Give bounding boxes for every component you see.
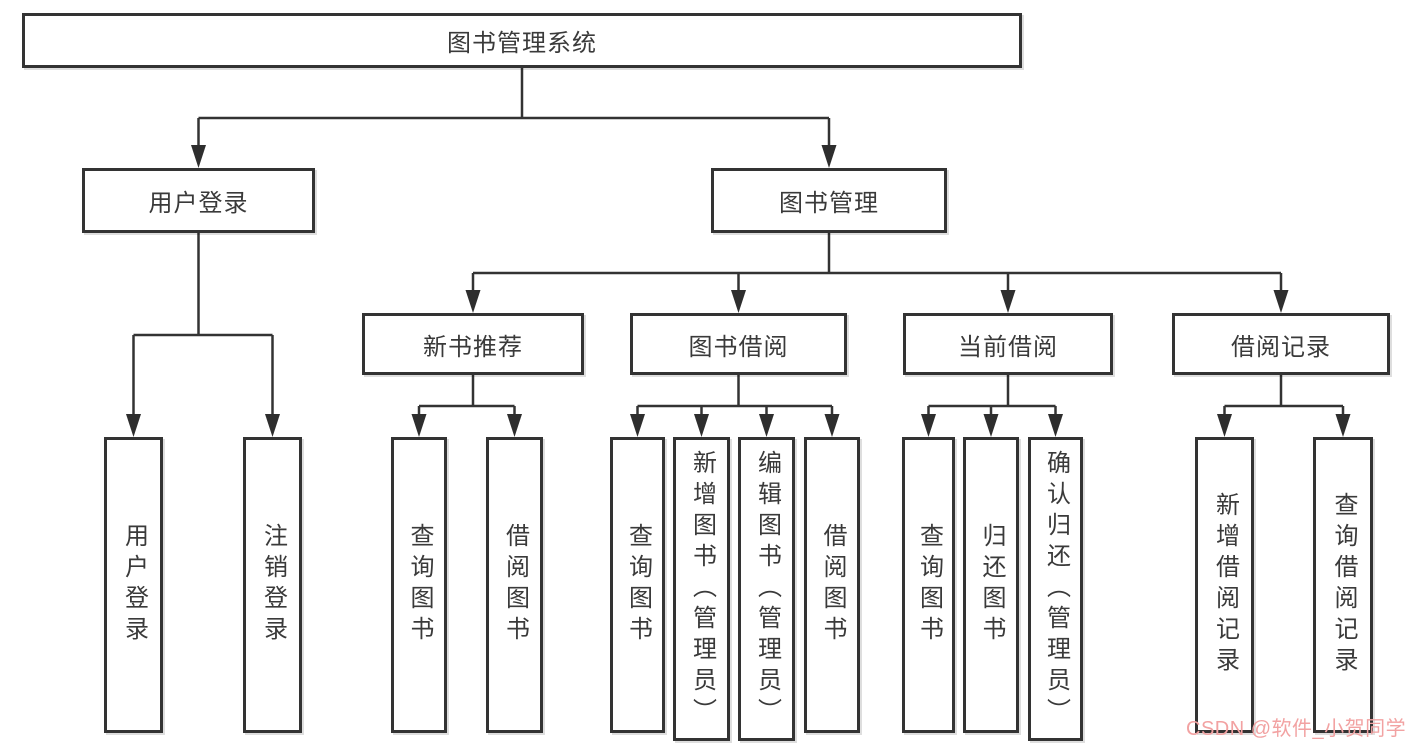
leaf-add-borrow-record: 新增借阅记录 (1195, 437, 1254, 733)
leaf-add-book-admin-label: 新增图书（管理员） (688, 449, 716, 729)
arrow-icon (1048, 414, 1063, 437)
leaf-borrow-books-label: 借阅图书 (819, 523, 846, 647)
leaf-confirm-return-admin-label: 确认归还（管理员） (1042, 449, 1070, 729)
leaf-query-borrow-record-label: 查询借阅记录 (1330, 492, 1357, 678)
leaf-user-login-label: 用户登录 (120, 523, 148, 647)
leaf-user-login: 用户登录 (104, 437, 163, 733)
arrow-icon (126, 414, 141, 437)
arrow-icon (983, 414, 999, 437)
connector-book-borrow (636, 375, 834, 415)
arrow-icon (731, 290, 746, 313)
arrow-icon (694, 414, 709, 437)
node-book-management: 图书管理 (711, 168, 947, 233)
node-borrow-records-label: 借阅记录 (1231, 333, 1331, 361)
csdn-watermark: CSDN @软件_小贺同学 (1186, 718, 1405, 740)
leaf-query-books-recommend-label: 查询图书 (406, 523, 433, 647)
arrow-icon (1273, 290, 1289, 313)
node-current-borrow: 当前借阅 (903, 313, 1113, 375)
node-book-borrow-label: 图书借阅 (688, 333, 789, 361)
leaf-edit-book-admin-label: 编辑图书（管理员） (753, 449, 781, 729)
leaf-logout: 注销登录 (243, 437, 302, 733)
leaf-return-book-label: 归还图书 (978, 523, 1005, 647)
arrow-icon (191, 145, 206, 168)
node-borrow-records: 借阅记录 (1172, 313, 1390, 375)
arrow-icon (1000, 290, 1016, 313)
node-new-book-recommend: 新书推荐 (362, 313, 584, 375)
arrow-icon (1335, 414, 1351, 437)
leaf-return-book: 归还图书 (963, 437, 1019, 733)
arrow-icon (411, 414, 427, 437)
leaf-query-borrow-record: 查询借阅记录 (1313, 437, 1373, 733)
leaf-query-books-borrow-label: 查询图书 (624, 523, 652, 647)
arrow-icon (759, 414, 774, 437)
node-root-label: 图书管理系统 (447, 30, 597, 57)
arrow-icon (265, 414, 280, 437)
node-current-borrow-label: 当前借阅 (958, 333, 1058, 361)
leaf-edit-book-admin: 编辑图书（管理员） (738, 437, 795, 741)
arrow-icon (824, 414, 840, 437)
connector-current-borrow (927, 375, 1057, 415)
leaf-add-borrow-record-label: 新增借阅记录 (1211, 492, 1239, 678)
leaf-query-books-recommend: 查询图书 (391, 437, 447, 733)
arrow-icon (1217, 414, 1232, 437)
connector-root (197, 68, 831, 146)
leaf-query-books-current: 查询图书 (902, 437, 955, 733)
leaf-logout-label: 注销登录 (259, 523, 287, 647)
leaf-add-book-admin: 新增图书（管理员） (673, 437, 730, 741)
arrow-icon (507, 414, 522, 437)
node-new-book-recommend-label: 新书推荐 (423, 333, 523, 361)
arrow-icon (821, 145, 837, 168)
node-book-management-label: 图书管理 (779, 190, 879, 217)
leaf-confirm-return-admin: 确认归还（管理员） (1028, 437, 1083, 741)
connector-user-login (132, 233, 274, 415)
connector-borrow-records (1223, 375, 1345, 415)
arrowheads (126, 145, 1351, 437)
node-user-login-label: 用户登录 (148, 190, 249, 217)
leaf-query-books-borrow: 查询图书 (610, 437, 665, 733)
node-book-borrow: 图书借阅 (630, 313, 847, 375)
arrow-icon (921, 414, 936, 437)
leaf-borrow-books-recommend-label: 借阅图书 (501, 523, 529, 647)
connector-book-management (471, 233, 1283, 291)
node-root: 图书管理系统 (22, 13, 1022, 68)
arrow-icon (630, 414, 645, 437)
connector-new-book-recommend (417, 375, 516, 415)
leaf-borrow-books-recommend: 借阅图书 (486, 437, 543, 733)
arrow-icon (465, 290, 481, 313)
leaf-query-books-current-label: 查询图书 (915, 523, 943, 647)
leaf-borrow-books: 借阅图书 (804, 437, 860, 733)
node-user-login: 用户登录 (82, 168, 315, 233)
